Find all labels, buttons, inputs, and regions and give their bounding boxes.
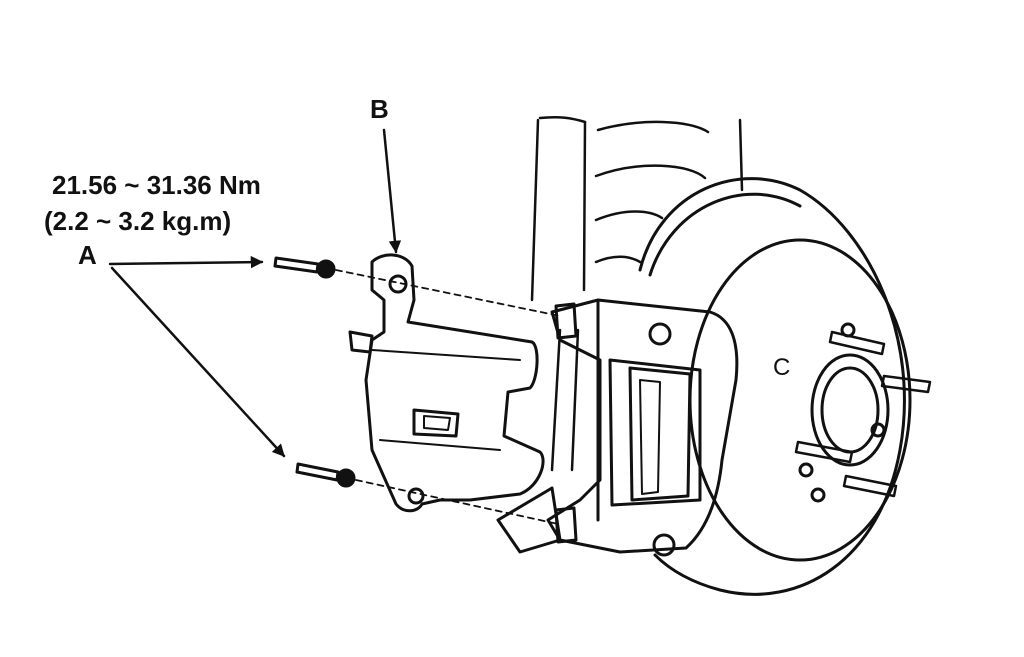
alignment-lines (335, 269, 561, 525)
caliper-bracket (496, 298, 739, 557)
guide-bolt-lower (295, 462, 356, 488)
callout-b: B (370, 94, 389, 124)
wheel-studs (794, 330, 932, 498)
torque-value-label: 21.56 ~ 31.36 Nm (52, 170, 261, 200)
guide-bolt-upper (273, 256, 336, 279)
caliper (348, 253, 545, 513)
disc-mark-c: C (773, 354, 791, 381)
callout-a: A (78, 240, 97, 270)
brake-disc (638, 177, 912, 596)
torque-alt-label: (2.2 ~ 3.2 kg.m) (44, 206, 232, 236)
strut-assembly (530, 115, 744, 472)
leader-arrows (108, 128, 402, 458)
